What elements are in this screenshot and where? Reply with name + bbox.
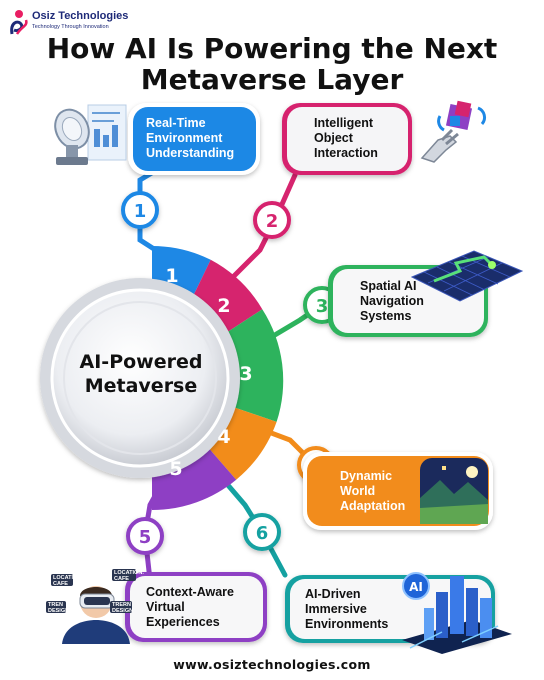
center-label: AI-Powered Metaverse [79, 351, 203, 397]
vr-tag-1-line-2: CAFE [53, 581, 68, 587]
vr-tag-4-line-1: TRERN [112, 602, 131, 608]
item-5-text: Context-Aware Virtual Experiences [146, 585, 234, 629]
ai-badge-text: AI [409, 580, 423, 594]
badge-number-2: 2 [266, 211, 279, 232]
ai-city-icon: AI [402, 572, 512, 654]
card-5 [125, 572, 267, 642]
item-2-text: Intelligent Object Interaction [314, 116, 378, 160]
segment-number-1: 1 [165, 265, 178, 287]
title-line-2: Metaverse Layer [140, 63, 404, 96]
vr-tag-2-line-2: CAFE [114, 576, 129, 582]
badge-number-3: 3 [316, 296, 329, 317]
badge-number-1: 1 [134, 201, 147, 222]
badge-circle-5 [126, 517, 164, 555]
vr-tag-3-line-1: TREN [48, 602, 63, 608]
item-3-text: Spatial AI Navigation Systems [360, 279, 424, 323]
landscape-icon [420, 458, 488, 524]
vr-tag-4-line-2: DESIGN [112, 608, 133, 614]
page-title: How AI Is Powering the Next Metaverse La… [0, 33, 544, 95]
card-1 [128, 103, 260, 175]
osiz-logo-icon [10, 10, 28, 35]
vr-tag-2-line-1: LOCATION: [114, 570, 144, 576]
vr-context-tags: LOCATION: CAFE LOCATION: CAFE TREN DESIG… [46, 569, 144, 614]
badge-circle-6 [243, 513, 281, 551]
vr-tag-3-line-2: DESIGN [48, 608, 69, 614]
brand-logo: Osiz Technologies Technology Through Inn… [8, 8, 128, 38]
brand-name: Osiz Technologies [32, 10, 129, 22]
item-4-text: Dynamic World Adaptation [340, 469, 406, 513]
robot-hand-icon [420, 100, 487, 163]
vr-headset-user-icon [62, 586, 130, 644]
satellite-dish-icon [54, 104, 127, 165]
segment-number-2: 2 [217, 295, 230, 317]
center-hub [50, 288, 230, 468]
item-1-text: Real-Time Environment Understanding [146, 116, 235, 160]
badge-number-6: 6 [256, 523, 269, 544]
item-6-text: AI-Driven Immersive Environments [305, 587, 389, 631]
brand-tagline: Technology Through Innovation [32, 24, 109, 30]
vr-tag-1-line-1: LOCATION: [53, 575, 83, 581]
segment-number-3: 3 [239, 363, 252, 385]
card-2 [282, 103, 412, 175]
footer-url[interactable]: www.osiztechnologies.com [173, 657, 371, 672]
title-line-1: How AI Is Powering the Next [46, 32, 498, 65]
navigation-map-icon [410, 250, 524, 302]
segment-number-5: 5 [169, 458, 182, 480]
badge-number-5: 5 [139, 527, 152, 548]
badge-circle-1 [121, 191, 159, 229]
badge-circle-2 [253, 201, 291, 239]
segment-number-4: 4 [217, 426, 230, 448]
